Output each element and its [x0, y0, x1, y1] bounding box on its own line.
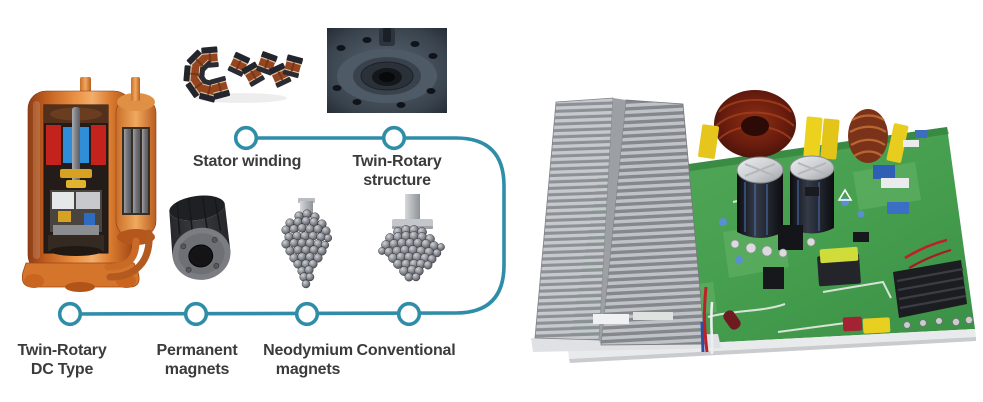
compressor-cutaway-image — [22, 77, 157, 292]
label-stator-winding: Stator winding — [192, 153, 302, 170]
flow-line — [68, 136, 506, 316]
flow-connector — [57, 125, 506, 327]
label-neodymium-magnets: Neodymium magnets — [263, 342, 353, 378]
flow-node — [294, 301, 320, 327]
flow-node — [57, 301, 83, 327]
flow-node — [381, 125, 407, 151]
neodymium-magnets-image — [281, 198, 333, 289]
flow-node — [183, 301, 209, 327]
label-permanent-magnets: Permanent magnets — [156, 342, 238, 378]
flow-node — [233, 125, 259, 151]
label-twin-rotary-structure: Twin-Rotary structure — [352, 153, 442, 189]
label-twin-rotary-dc-type: Twin-Rotary DC Type — [17, 342, 107, 378]
inverter-pcb-image — [531, 90, 976, 363]
flow-node — [396, 301, 422, 327]
twin-rotary-structure-image — [327, 28, 447, 113]
stator-winding-image — [183, 46, 303, 103]
conventional-magnets-image — [378, 194, 445, 282]
permanent-magnet-image — [169, 195, 231, 280]
label-conventional: Conventional — [356, 342, 456, 359]
